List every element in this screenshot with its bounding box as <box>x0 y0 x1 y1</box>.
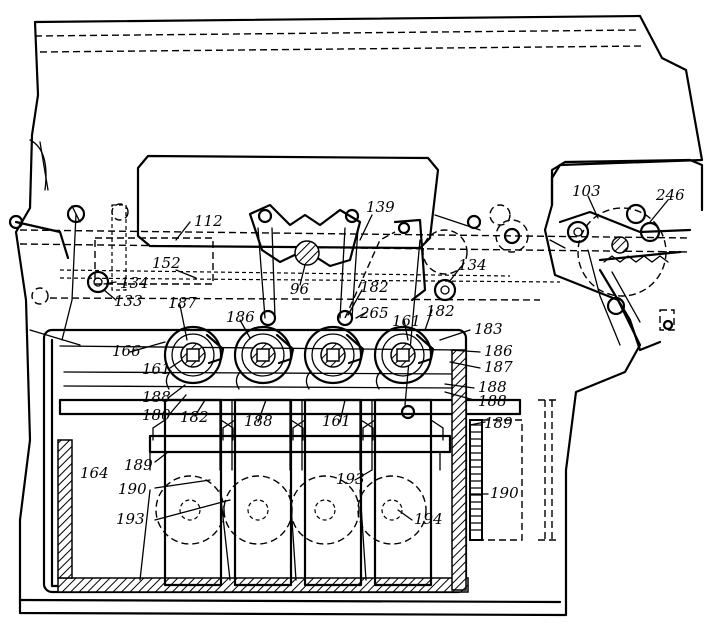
label-161-left: 161 <box>142 360 171 378</box>
label-190-left: 190 <box>118 480 147 498</box>
label-193-left: 193 <box>116 510 145 528</box>
housing-outline <box>14 14 704 617</box>
pawl-bar <box>139 399 452 581</box>
label-182-right: 182 <box>426 302 455 320</box>
hub-2 <box>221 325 305 587</box>
label-189-left: 189 <box>124 456 153 474</box>
central-levers <box>111 203 396 327</box>
upper-window <box>136 154 440 250</box>
label-182-top: 182 <box>360 278 389 296</box>
leader-lines <box>103 195 669 521</box>
label-139: 139 <box>366 198 395 216</box>
label-188-right-a: 188 <box>478 378 507 396</box>
label-134-left: 134 <box>120 274 149 292</box>
label-164: 164 <box>80 464 109 482</box>
linkage-bar <box>19 204 691 291</box>
label-134-right: 134 <box>458 256 487 274</box>
label-96: 96 <box>290 280 310 298</box>
label-166: 166 <box>112 342 141 360</box>
label-194: 194 <box>414 510 443 528</box>
label-182-bottom: 182 <box>180 408 209 426</box>
label-161-bottom: 161 <box>322 412 351 430</box>
label-180: 180 <box>142 406 171 424</box>
label-186-top: 186 <box>226 308 255 326</box>
right-center-linkage <box>393 204 529 420</box>
label-112: 112 <box>194 212 223 230</box>
upper-right-cutout <box>550 158 704 297</box>
hub-3 <box>290 325 375 587</box>
reference-labels: 103 246 139 112 152 134 133 96 182 265 1… <box>80 182 685 528</box>
label-187-top: 187 <box>168 294 197 312</box>
label-186-right: 186 <box>484 342 513 360</box>
label-188-bottom: 188 <box>244 412 273 430</box>
right-mechanism <box>549 203 692 352</box>
label-188-left: 188 <box>142 388 171 406</box>
label-190-right: 190 <box>490 484 519 502</box>
label-152: 152 <box>152 254 181 272</box>
label-133: 133 <box>114 292 143 310</box>
label-161-top: 161 <box>392 312 421 330</box>
label-188-right-b: 188 <box>478 392 507 410</box>
hub-4 <box>357 325 445 587</box>
hub-1 <box>151 325 235 587</box>
label-187-right: 187 <box>484 358 513 376</box>
left-linkage <box>8 204 110 346</box>
label-183: 183 <box>474 320 503 338</box>
label-246: 246 <box>655 186 685 204</box>
label-265: 265 <box>359 304 389 322</box>
label-193-right: 193 <box>336 470 365 488</box>
label-103: 103 <box>572 182 601 200</box>
label-189-right: 189 <box>484 414 513 432</box>
